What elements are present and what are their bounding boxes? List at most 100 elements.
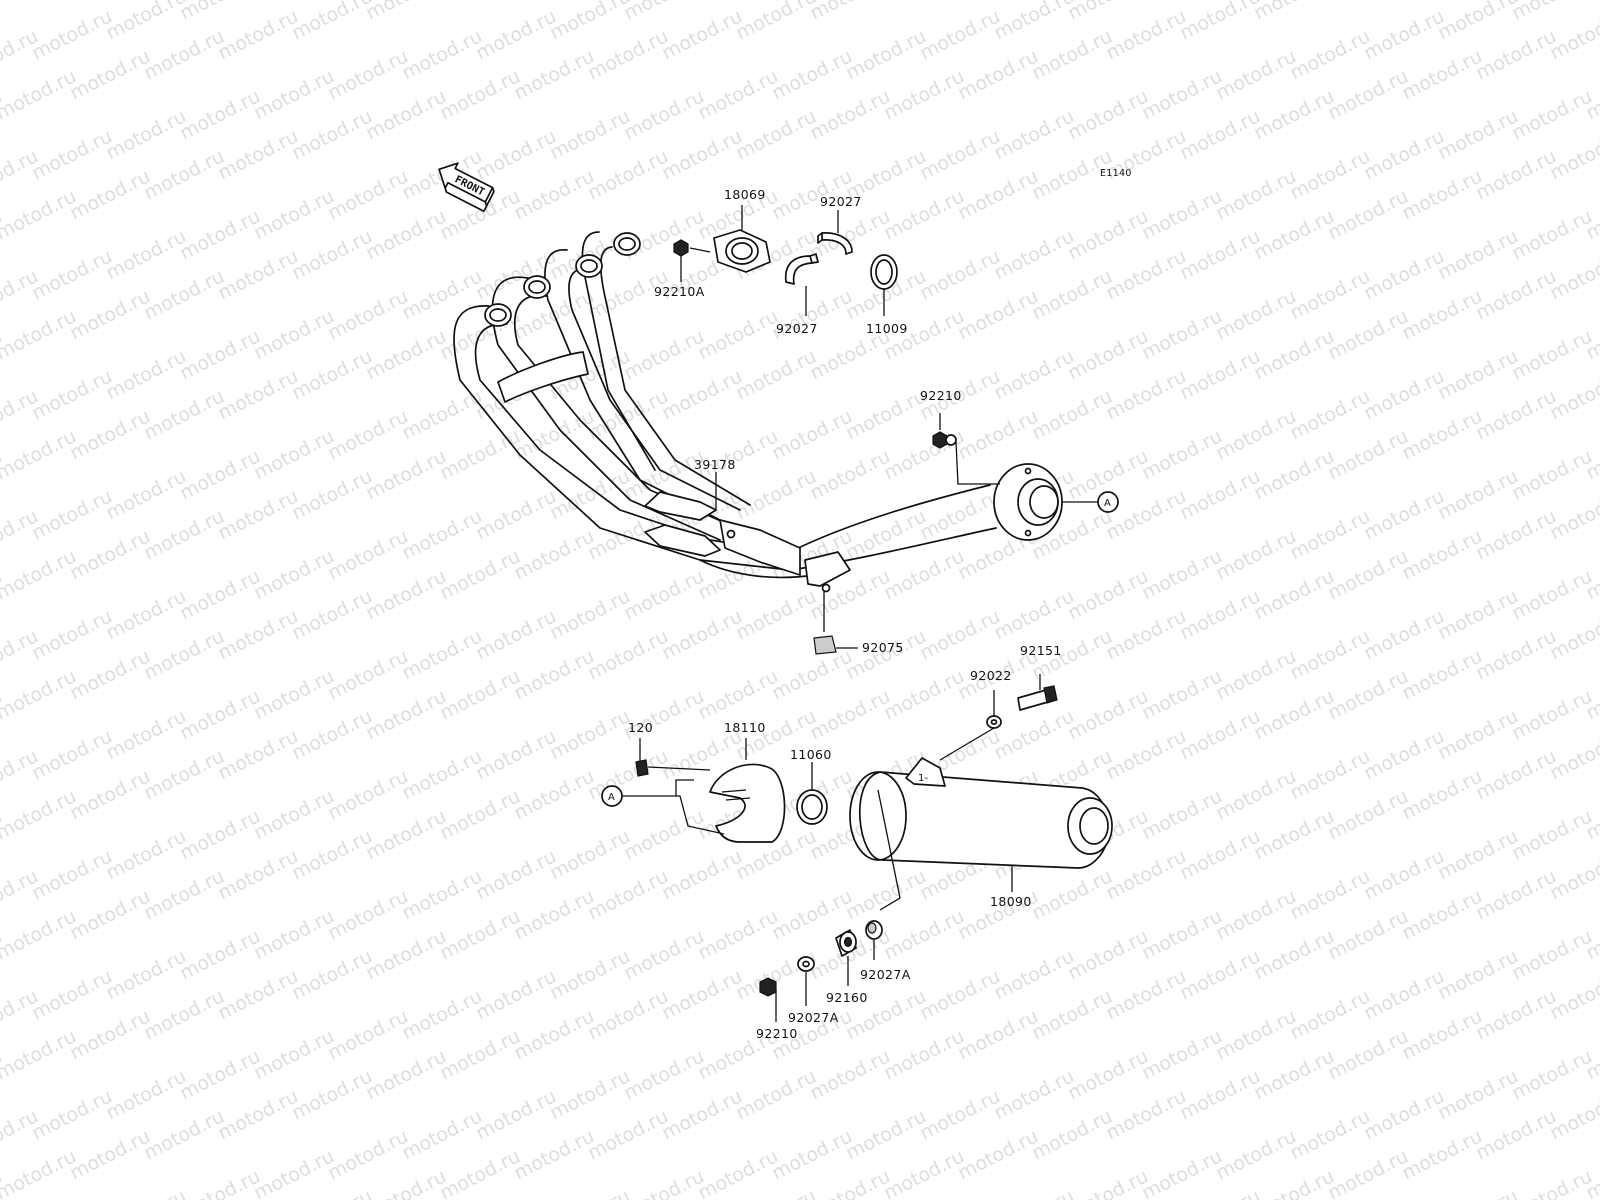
watermark-text: motod.ru [362, 445, 450, 504]
watermark-text: motod.ru [28, 485, 116, 544]
watermark-text: motod.ru [1582, 0, 1600, 4]
watermark-text: motod.ru [1472, 505, 1560, 564]
label-92027-top: 92027 [820, 194, 862, 209]
watermark-text: motod.ru [1138, 305, 1226, 364]
watermark-text: motod.ru [362, 1165, 450, 1200]
watermark-text: motod.ru [954, 1005, 1042, 1064]
label-18069: 18069 [724, 187, 766, 202]
watermark-text: motod.ru [1212, 165, 1300, 224]
watermark-text: motod.ru [214, 5, 302, 64]
exhaust-header-pipes [453, 231, 1063, 593]
watermark-text: motod.ru [66, 45, 154, 104]
watermark-text: motod.ru [658, 5, 746, 64]
watermark-text: motod.ru [1398, 1125, 1486, 1184]
watermark-text: motod.ru [916, 5, 1004, 64]
watermark-text: motod.ru [768, 645, 856, 704]
watermark-text: motod.ru [694, 0, 782, 4]
watermark-text: motod.ru [1250, 565, 1338, 624]
muffler-bracket-mark: 1- [918, 773, 928, 784]
watermark-text: motod.ru [1360, 1085, 1448, 1144]
watermark-text: motod.ru [436, 1025, 524, 1084]
watermark-text: motod.ru [954, 285, 1042, 344]
watermark-text: motod.ru [546, 825, 634, 884]
watermark-text: motod.ru [1138, 425, 1226, 484]
watermark-text: motod.ru [214, 485, 302, 544]
label-120: 120 [628, 720, 653, 735]
watermark-text: motod.ru [176, 925, 264, 984]
watermark-text: motod.ru [584, 145, 672, 204]
watermark-text: motod.ru [510, 525, 598, 584]
watermark-text: motod.ru [140, 25, 228, 84]
watermark-text: motod.ru [510, 165, 598, 224]
watermark-text: motod.ru [324, 1005, 412, 1064]
watermark-text: motod.ru [362, 0, 450, 24]
watermark-text: motod.ru [880, 1025, 968, 1084]
watermark-text: motod.ru [362, 925, 450, 984]
watermark-text: motod.ru [176, 0, 264, 24]
watermark-text: motod.ru [768, 405, 856, 464]
watermark-text: motod.ru [842, 1105, 930, 1164]
label-92210-bottom: 92210 [756, 1026, 798, 1041]
watermark-text: motod.ru [250, 905, 338, 964]
watermark-text: motod.ru [1398, 765, 1486, 824]
watermark-text: motod.ru [1286, 145, 1374, 204]
watermark-text: motod.ru [1176, 705, 1264, 764]
watermark-text: motod.ru [880, 905, 968, 964]
watermark-text: motod.ru [436, 785, 524, 844]
watermark-text: motod.ru [140, 865, 228, 924]
watermark-text: motod.ru [250, 785, 338, 844]
diagram-code: E1140 [1100, 168, 1132, 179]
watermark-text: motod.ru [28, 5, 116, 64]
watermark-text: motod.ru [1212, 405, 1300, 464]
nut-92210-mid [932, 413, 1000, 485]
watermark-text: motod.ru [510, 1125, 598, 1184]
watermark-text: motod.ru [1434, 105, 1522, 164]
watermark-text: motod.ru [990, 105, 1078, 164]
screw-120 [635, 738, 711, 777]
watermark-text: motod.ru [0, 425, 80, 484]
watermark-text: motod.ru [1176, 585, 1264, 644]
watermark-text: motod.ru [66, 645, 154, 704]
watermark-text: motod.ru [214, 845, 302, 904]
watermark-text: motod.ru [1360, 365, 1448, 424]
watermark-text: motod.ru [140, 625, 228, 684]
watermark-text: motod.ru [1324, 305, 1412, 364]
watermark-text: motod.ru [1064, 205, 1152, 264]
watermark-text: motod.ru [1250, 925, 1338, 984]
watermark-text: motod.ru [472, 845, 560, 904]
watermark-text: motod.ru [1064, 85, 1152, 144]
watermark-text: motod.ru [916, 125, 1004, 184]
watermark-text: motod.ru [880, 665, 968, 724]
watermark-text: motod.ru [250, 305, 338, 364]
watermark-text: motod.ru [1064, 0, 1152, 24]
watermark-text: motod.ru [1286, 745, 1374, 804]
watermark-text: motod.ru [916, 605, 1004, 664]
watermark-text: motod.ru [1398, 405, 1486, 464]
watermark-text: motod.ru [1064, 1165, 1152, 1200]
watermark-text: motod.ru [1176, 825, 1264, 884]
collet-92027-top [817, 210, 853, 255]
damper-92075 [813, 590, 858, 655]
watermark-text: motod.ru [140, 1105, 228, 1164]
watermark-text: motod.ru [658, 1085, 746, 1144]
watermark-text: motod.ru [1250, 325, 1338, 384]
watermark-text: motod.ru [66, 165, 154, 224]
watermark-text: motod.ru [250, 1145, 338, 1200]
watermark-text: motod.ru [1176, 465, 1264, 524]
watermark-text: motod.ru [1472, 385, 1560, 444]
watermark-text: motod.ru [1102, 365, 1190, 424]
watermark-text: motod.ru [1508, 85, 1596, 144]
watermark-text: motod.ru [0, 905, 80, 964]
watermark-text: motod.ru [510, 885, 598, 944]
watermark-text: motod.ru [916, 965, 1004, 1024]
watermark-text: motod.ru [732, 1065, 820, 1124]
watermark-text: motod.ru [1434, 825, 1522, 884]
watermark-text: motod.ru [214, 1085, 302, 1144]
watermark-text: motod.ru [546, 1065, 634, 1124]
part-labels: 18069 92027 92210A 92027 11009 92210 391… [628, 187, 1061, 1041]
watermark-text: motod.ru [288, 945, 376, 1004]
muffler-mount-hardware [759, 789, 901, 1022]
watermark-text: motod.ru [806, 85, 894, 144]
bolt-92151 [1017, 674, 1058, 711]
watermark-text: motod.ru [1212, 765, 1300, 824]
